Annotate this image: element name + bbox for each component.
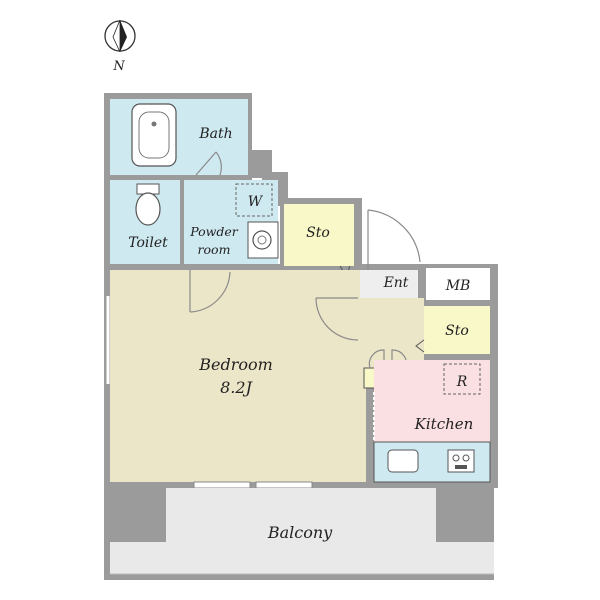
room-powder: W Powder room xyxy=(184,180,279,264)
bedroom-size: 8.2J xyxy=(220,378,253,397)
bedroom-label: Bedroom xyxy=(198,355,273,374)
burner-right-icon xyxy=(462,454,470,462)
grill-icon xyxy=(455,465,467,469)
balcony-floor-inner xyxy=(166,488,436,542)
room-kitchen: R Kitchen xyxy=(373,360,491,483)
compass-needle-half xyxy=(112,19,121,53)
room-meter-box: MB xyxy=(426,268,490,300)
kitchen-sink-icon xyxy=(387,449,419,473)
storage-upper-label: Sto xyxy=(306,225,330,241)
bath-door-leaf xyxy=(195,151,217,176)
entry-door-swing xyxy=(315,297,359,341)
meter-box-space xyxy=(426,268,490,300)
compass-label: N xyxy=(112,59,125,74)
storage-lower-door-icon xyxy=(415,339,425,353)
storage-lower-label: Sto xyxy=(445,323,469,339)
balcony-floor-outer xyxy=(110,542,494,574)
compass-needle-icon xyxy=(120,20,127,52)
storage-upper-floor xyxy=(284,204,354,266)
compass: N xyxy=(104,19,136,74)
entrance-floor xyxy=(360,270,418,298)
sink-basin xyxy=(257,235,267,245)
storage-lower-floor xyxy=(424,306,490,354)
room-bath: Bath xyxy=(110,99,248,176)
burner-left-icon xyxy=(452,454,460,462)
balcony-label: Balcony xyxy=(267,523,333,542)
bedroom-floor xyxy=(110,270,366,482)
fridge-space xyxy=(443,363,481,395)
toilet-icon xyxy=(135,192,161,226)
bathtub-basin xyxy=(138,111,170,159)
washer-label: W xyxy=(248,194,264,210)
room-bedroom: Bedroom 8.2J xyxy=(106,270,366,489)
front-door-swing xyxy=(367,209,421,263)
kitchen-label: Kitchen xyxy=(414,415,474,433)
room-balcony: Balcony xyxy=(110,488,494,575)
balcony-window-right xyxy=(255,481,313,489)
room-toilet: Toilet xyxy=(110,180,180,264)
meter-box-label: MB xyxy=(445,278,471,294)
bath-label: Bath xyxy=(198,126,232,142)
room-entrance: Ent xyxy=(360,209,433,389)
entrance-label: Ent xyxy=(383,275,409,291)
room-storage-lower: Sto xyxy=(415,306,490,354)
washer-space xyxy=(235,183,273,217)
balcony-window-left xyxy=(193,481,251,489)
cabinet-door-left xyxy=(368,349,385,369)
bath-door-swing xyxy=(215,151,222,176)
powder-label-line2: room xyxy=(198,242,231,257)
bedroom-door-swing xyxy=(189,271,231,313)
fridge-label: R xyxy=(456,374,468,390)
room-storage-upper: Sto xyxy=(284,204,354,278)
powder-label-line1: Powder xyxy=(189,224,239,239)
sink-icon xyxy=(252,230,272,250)
bathtub-drain-icon xyxy=(151,121,157,127)
toilet-label: Toilet xyxy=(128,235,168,251)
